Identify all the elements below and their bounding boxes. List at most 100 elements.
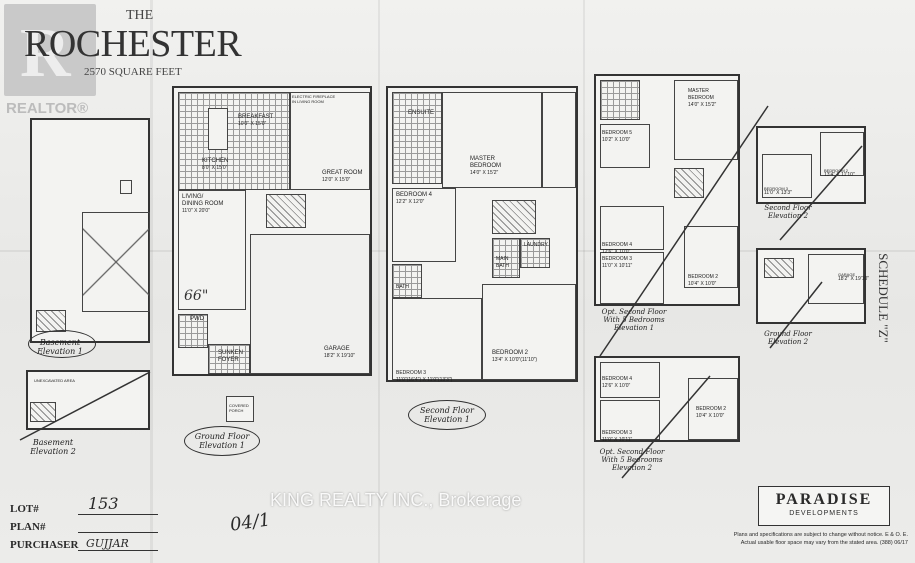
- second-floor-elev2-plan: BEDROOM 311'0" x 13'3" BEDROOM 213'4" x …: [756, 126, 866, 204]
- porch-label: COVERED PORCH: [229, 403, 249, 413]
- fold-crease: [150, 0, 153, 563]
- brand-sub: DEVELOPMENTS: [789, 510, 859, 517]
- basement-mech: [120, 180, 132, 194]
- opt-bedroom3-label: BEDROOM 311'0" x 10'11": [602, 256, 633, 269]
- unexcavated-label: UNEXCAVATED AREA: [34, 378, 75, 383]
- title-the: THE: [126, 8, 154, 23]
- basement-elev2-caption: Basement Elevation 2: [30, 438, 76, 456]
- laundry-label: LAUNDRY: [524, 242, 548, 248]
- sunken-foyer: [208, 344, 250, 374]
- laundry: [520, 238, 550, 268]
- purchaser-underline: [78, 550, 158, 551]
- strike-line-ground-elev2: [769, 281, 823, 349]
- strike-line-opt-floor2: [621, 375, 711, 479]
- opt-second-floor-2-plan: BEDROOM 412'6" x 10'0" BEDROOM 311'0" x …: [594, 356, 740, 443]
- garage: [250, 234, 370, 374]
- plan-underline: [78, 532, 158, 533]
- bedroom3-label: BEDROOM 311'0"(16'4") x 11'0"(13'3"): [396, 370, 453, 383]
- opt-second-floor-plan: BEDROOM 510'2" x 10'0" MASTER BEDROOM14'…: [594, 74, 740, 306]
- disclaimer-line1: Plans and specifications are subject to …: [733, 532, 908, 538]
- second-stair: [492, 200, 536, 234]
- elev2-bedroom2-label: BEDROOM 213'4" x 11'10": [824, 168, 855, 178]
- master-bedroom: [442, 92, 542, 188]
- basement2-stair: [30, 402, 56, 422]
- ensuite-label: ENSUITE: [408, 110, 435, 116]
- square-feet: 2570 SQUARE FEET: [84, 66, 182, 78]
- handwritten-measure: 66": [184, 288, 209, 304]
- opt2-bedroom-2: [688, 378, 738, 440]
- opt-bedroom-3: [600, 252, 664, 304]
- main-bath: [492, 238, 520, 278]
- brand-name: PARADISE: [775, 491, 873, 508]
- plan-label: PLAN#: [10, 521, 46, 533]
- brokerage-watermark: KING REALTY INC., Brokerage: [270, 490, 522, 510]
- realtor-logo: R REALTOR®: [0, 0, 100, 120]
- foyer-label: SUNKEN FOYER: [218, 350, 244, 363]
- pwd-label: PWD: [190, 316, 204, 322]
- lot-label: LOT#: [10, 503, 39, 515]
- strike-line-basement2: [19, 371, 151, 441]
- opt-bath: [600, 80, 640, 120]
- page-title: ROCHESTER: [24, 23, 242, 65]
- realtor-r-icon: R: [20, 15, 71, 92]
- main-bath-label: MAIN BATH: [496, 256, 509, 269]
- ground-floor-elev2-caption: Ground Floor Elevation 2: [764, 330, 812, 346]
- bath-label: BATH: [396, 284, 409, 290]
- fold-crease: [378, 0, 380, 563]
- opt-second-floor-2-caption: Opt. Second Floor With 5 Bedrooms Elevat…: [599, 448, 665, 472]
- strike-line-opt-floor: [599, 105, 769, 357]
- purchaser-value: GUJJAR: [86, 537, 129, 550]
- opt2-bedroom-4: [600, 362, 660, 398]
- opt-bedroom-2: [684, 226, 738, 288]
- basement-garage-area: [82, 212, 150, 312]
- basement-plan-2: UNEXCAVATED AREA: [26, 370, 150, 430]
- purchaser-label: PURCHASER: [10, 539, 79, 551]
- disclaimer-line2: Actual usable floor space may vary from …: [740, 540, 908, 546]
- opt2-bedroom3-label: BEDROOM 311'0" x 10'11": [602, 430, 633, 443]
- opt-bedroom2-label: BEDROOM 210'4" x 10'0": [688, 274, 719, 287]
- opt-bedroom4-label: BEDROOM 412'6" x 10'0": [602, 242, 633, 255]
- basement-plan-1: [30, 118, 150, 343]
- ground-floor-caption: Ground Floor Elevation 1: [194, 432, 250, 450]
- covered-porch: COVERED PORCH: [226, 396, 254, 422]
- walk-in-closet: [542, 92, 576, 188]
- fireplace-note: ELECTRIC FIREPLACE IN LIVING ROOM: [292, 94, 336, 104]
- opt-bedroom-4: [600, 206, 664, 250]
- bedroom2-label: BEDROOM 213'4" x 10'0"(11'10"): [492, 350, 538, 363]
- kitchen-island: [208, 108, 228, 150]
- opt-bedroom5-label: BEDROOM 510'2" x 10'0": [602, 130, 633, 143]
- opt-stair: [674, 168, 704, 198]
- lot-value: 153: [88, 494, 119, 513]
- lot-underline: [78, 514, 158, 515]
- bath: [392, 264, 422, 298]
- basement-elev1-circle: [28, 330, 96, 358]
- breakfast-kitchen-area: [178, 92, 290, 190]
- opt-bedroom-5: [600, 124, 650, 168]
- opt2-bedroom4-label: BEDROOM 412'6" x 10'0": [602, 376, 633, 389]
- opt-master-bedroom: [674, 80, 738, 160]
- disclaimer: Plans and specifications are subject to …: [672, 531, 908, 547]
- living-dining-room: [178, 190, 246, 310]
- elev2-bedroom-3: [762, 154, 812, 198]
- second-floor-caption: Second Floor Elevation 1: [420, 406, 474, 424]
- bedroom-2: [482, 284, 576, 380]
- elev2-garage: [808, 254, 864, 304]
- bedroom-3: [392, 298, 482, 380]
- opt2-bedroom-3: [600, 400, 660, 440]
- bedroom-4: [392, 188, 456, 262]
- strike-line-second-elev2: [779, 145, 863, 241]
- great-room: [290, 92, 370, 190]
- brand-box: PARADISE DEVELOPMENTS: [758, 486, 890, 526]
- second-floor-circle: [408, 400, 486, 430]
